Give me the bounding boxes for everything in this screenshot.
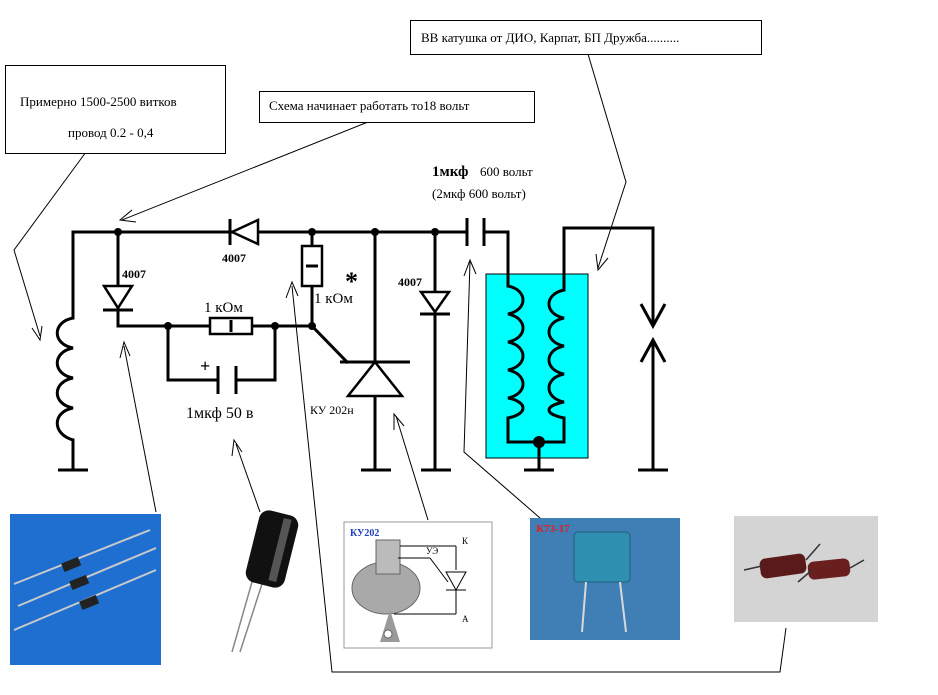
note-turns-line1: Примерно 1500-2500 витков <box>20 94 177 109</box>
hv-secondary-winding <box>547 288 565 420</box>
resistor-horizontal <box>208 316 254 336</box>
diode-top-label: 4007 <box>222 251 246 265</box>
photo-thyristor-title: КУ202 <box>350 528 379 539</box>
diode-top <box>222 218 260 246</box>
photo-thyristor: КУ202 УЭ К А <box>343 521 493 649</box>
note-turns-line2: провод 0.2 - 0,4 <box>68 125 154 140</box>
thyristor-label: КУ 202н <box>310 403 354 417</box>
note-start-voltage-text: Схема начинает работать то18 вольт <box>269 98 470 113</box>
photo-film-capacitor: К73-17 <box>530 518 680 640</box>
hv-primary-winding <box>507 284 525 420</box>
cap-low-label: 1мкф 50 в <box>186 405 254 422</box>
wiring <box>71 226 655 472</box>
diode-left <box>101 284 135 312</box>
junction-dots <box>114 228 545 448</box>
photo-electrolytic-capacitor <box>231 510 299 653</box>
cap-hv-alt: (2мкф 600 вольт) <box>432 186 526 201</box>
resistor-vertical-label: 1 кОм <box>314 291 353 307</box>
photo-capacitor-title: К73-17 <box>536 523 570 535</box>
diode-right-label: 4007 <box>398 275 422 289</box>
spark-gap <box>639 303 667 363</box>
photo-red-capacitors <box>734 516 878 622</box>
capacitor-high-voltage <box>465 218 486 246</box>
annotation-arrows <box>13 53 787 673</box>
hv-coil-box <box>485 273 589 459</box>
capacitor-low-voltage <box>216 366 238 394</box>
note-hv-coil: ВВ катушка от ДИО, Карпат, БП Дружба....… <box>410 20 762 55</box>
note-hv-coil-text: ВВ катушка от ДИО, Карпат, БП Дружба....… <box>421 30 680 45</box>
diode-left-label: 4007 <box>122 267 146 281</box>
note-start-voltage: Схема начинает работать то18 вольт <box>259 91 535 123</box>
photo-pin-ue: УЭ <box>426 546 438 556</box>
photo-pin-a: А <box>462 614 469 624</box>
photo-diodes <box>10 514 161 665</box>
diode-right <box>418 290 452 316</box>
cap-hv-value: 1мкф <box>432 164 468 180</box>
resistor-vertical <box>300 244 324 288</box>
cap-hv-voltage: 600 вольт <box>480 164 533 179</box>
plus-sign: + <box>200 356 210 376</box>
note-turns: Примерно 1500-2500 витков провод 0.2 - 0… <box>5 65 226 154</box>
pickup-coil <box>55 316 74 442</box>
asterisk-mark: * <box>345 267 358 296</box>
photo-pin-k: К <box>462 536 469 546</box>
resistor-horizontal-label: 1 кОм <box>204 300 243 316</box>
thyristor-symbol <box>340 359 410 398</box>
